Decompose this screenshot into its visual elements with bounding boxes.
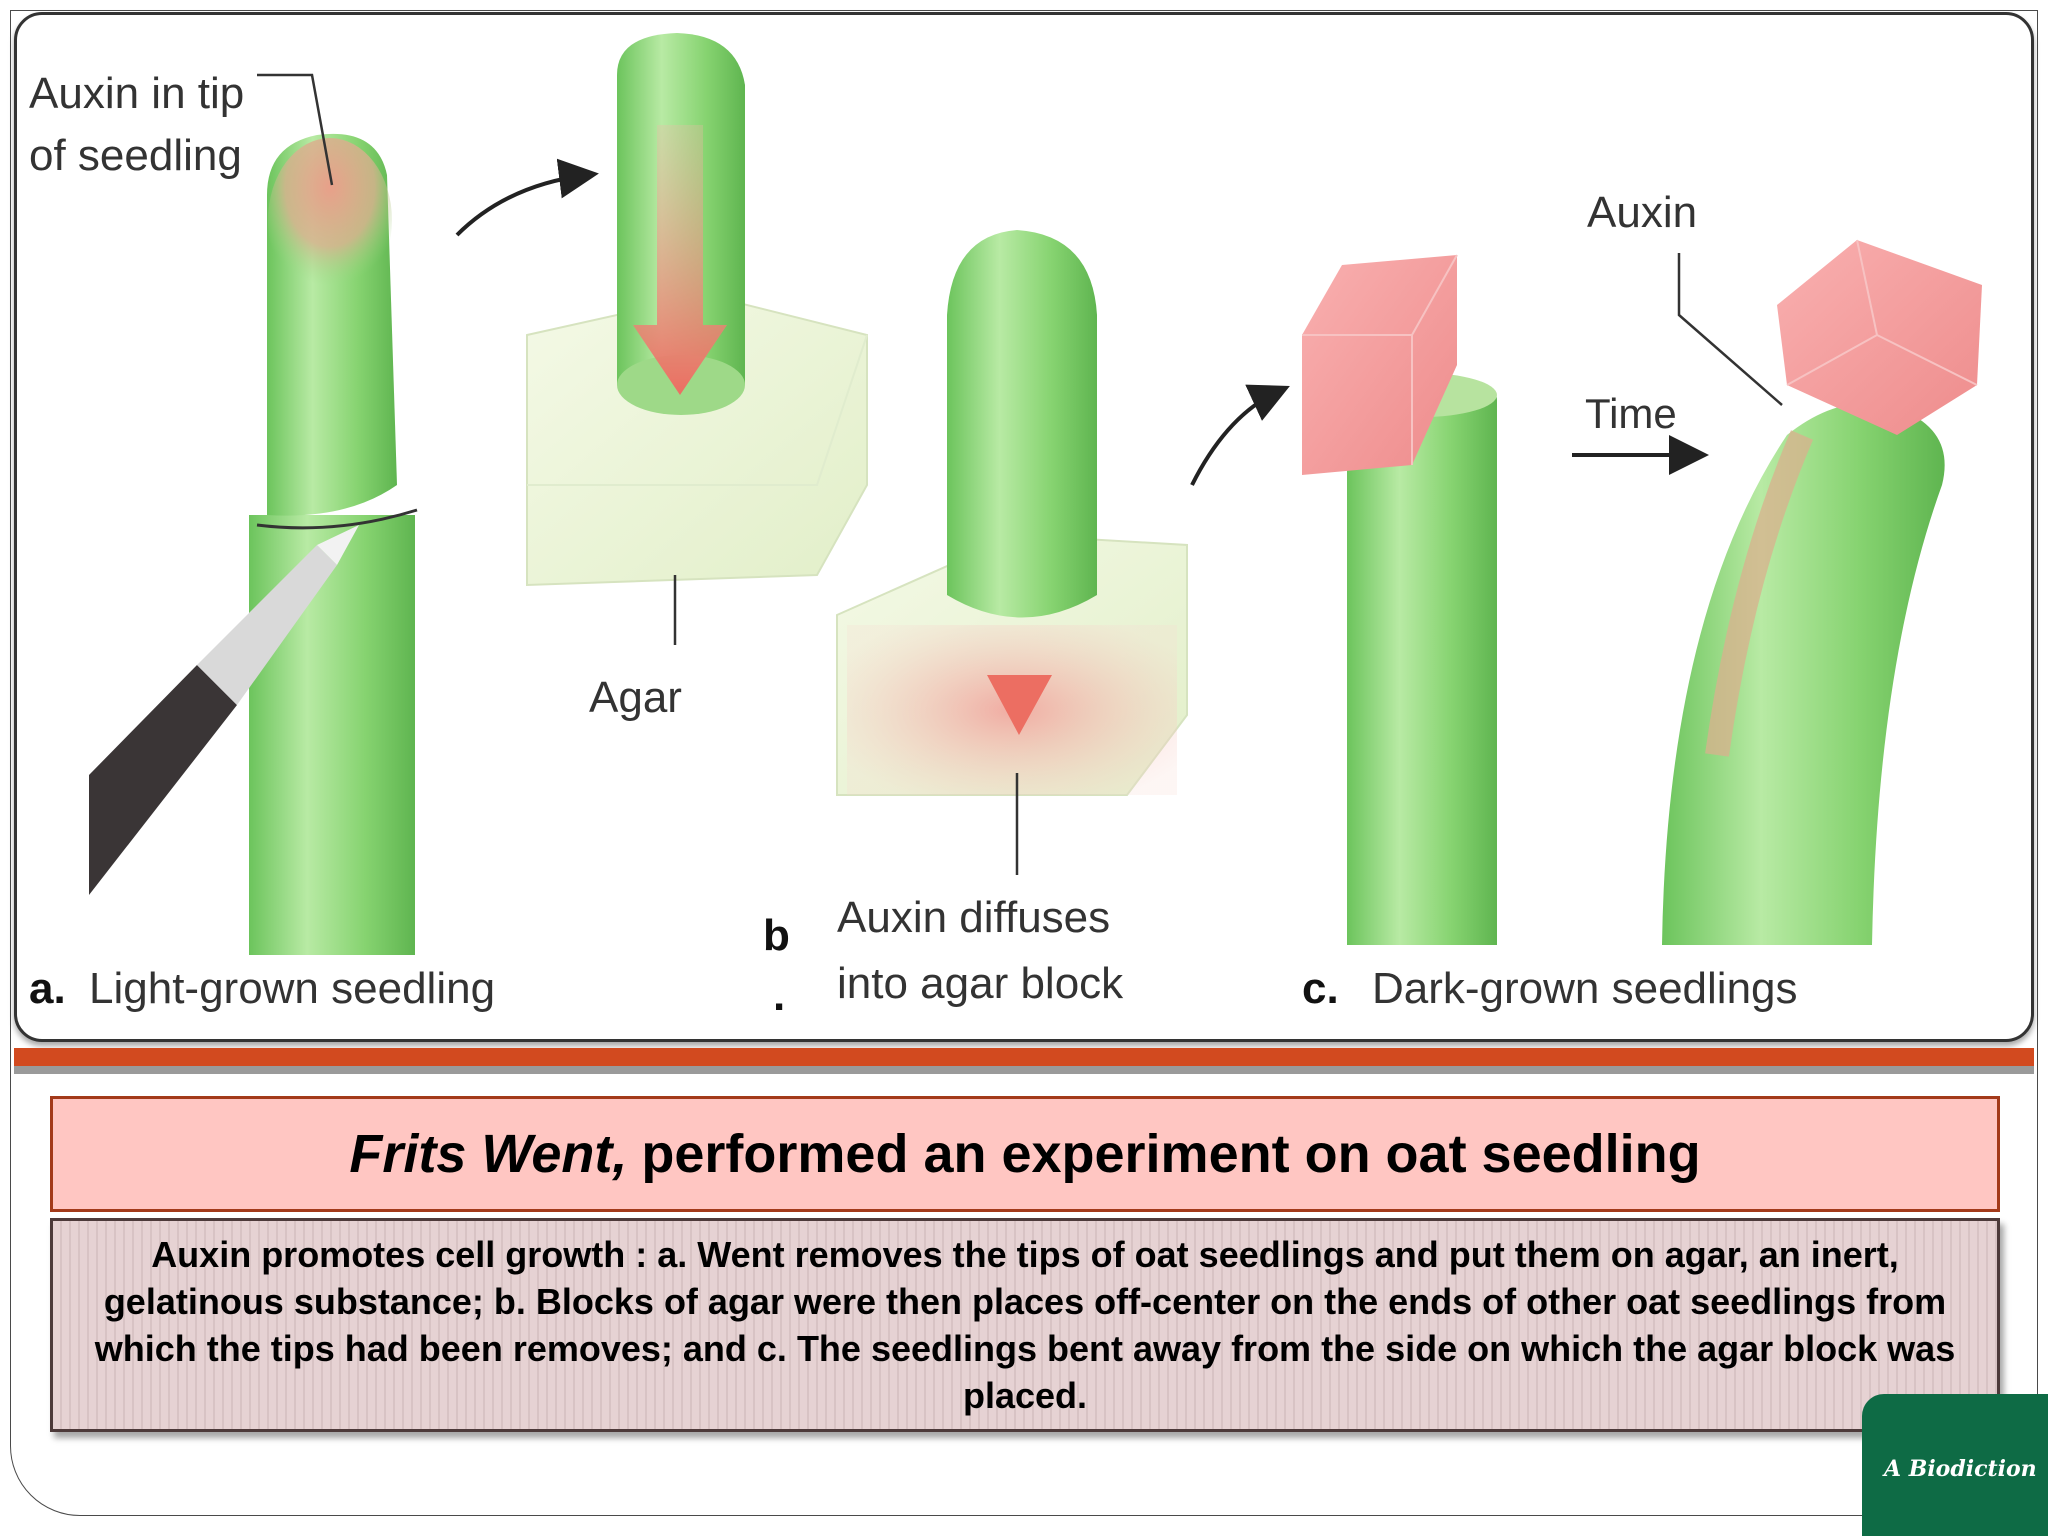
panel-b-dot: . <box>773 971 785 1020</box>
tip-on-agar <box>526 33 868 587</box>
panel-a-letter: a. <box>29 964 66 1013</box>
panel-a-caption: Light-grown seedling <box>89 964 495 1013</box>
auxin-diffuses-label: Auxin diffuses <box>837 893 1110 942</box>
title-rest: performed an experiment on oat seedling <box>641 1124 1701 1184</box>
went-experiment-illustration: Time Auxin in tip of seedling Agar Auxin… <box>29 33 1982 1020</box>
description-box: Auxin promotes cell growth : a. Went rem… <box>50 1218 2000 1432</box>
arrow-to-agar <box>455 158 599 237</box>
agar-block-on-seedling <box>1302 254 1497 945</box>
title-italic-name: Frits Went, <box>349 1124 628 1184</box>
logo-text: A Biodiction <box>1884 1456 2037 1482</box>
of-seedling-label: of seedling <box>29 131 242 180</box>
auxin-in-tip-label: Auxin in tip <box>29 69 244 118</box>
biodiction-logo: A Biodiction <box>1862 1394 2048 1536</box>
light-grown-seedling <box>249 133 418 955</box>
slide-title: Frits Went, performed an experiment on o… <box>50 1096 2000 1212</box>
bent-seedling <box>1662 239 1982 945</box>
time-label: Time <box>1585 390 1677 437</box>
diagram-panel: Time Auxin in tip of seedling Agar Auxin… <box>14 12 2034 1042</box>
divider-red-band <box>14 1048 2034 1066</box>
panel-c-letter: c. <box>1302 964 1339 1013</box>
auxin-label: Auxin <box>1587 188 1697 237</box>
into-agar-block-label: into agar block <box>837 959 1124 1008</box>
agar-label: Agar <box>589 673 682 722</box>
auxin-tip-leader-line <box>257 73 334 186</box>
description-text: Auxin promotes cell growth : a. Went rem… <box>94 1234 1956 1416</box>
divider-gray-band <box>14 1066 2034 1074</box>
arrow-to-dark-seedling <box>1190 384 1290 486</box>
auxin-leader-line <box>1677 253 1783 406</box>
slide-frame <box>10 10 2038 1516</box>
panel-b-letter: b <box>763 911 790 960</box>
panel-c-caption: Dark-grown seedlings <box>1372 964 1798 1013</box>
razor-blade <box>89 525 359 895</box>
auxin-diffusing-agar <box>836 230 1188 796</box>
